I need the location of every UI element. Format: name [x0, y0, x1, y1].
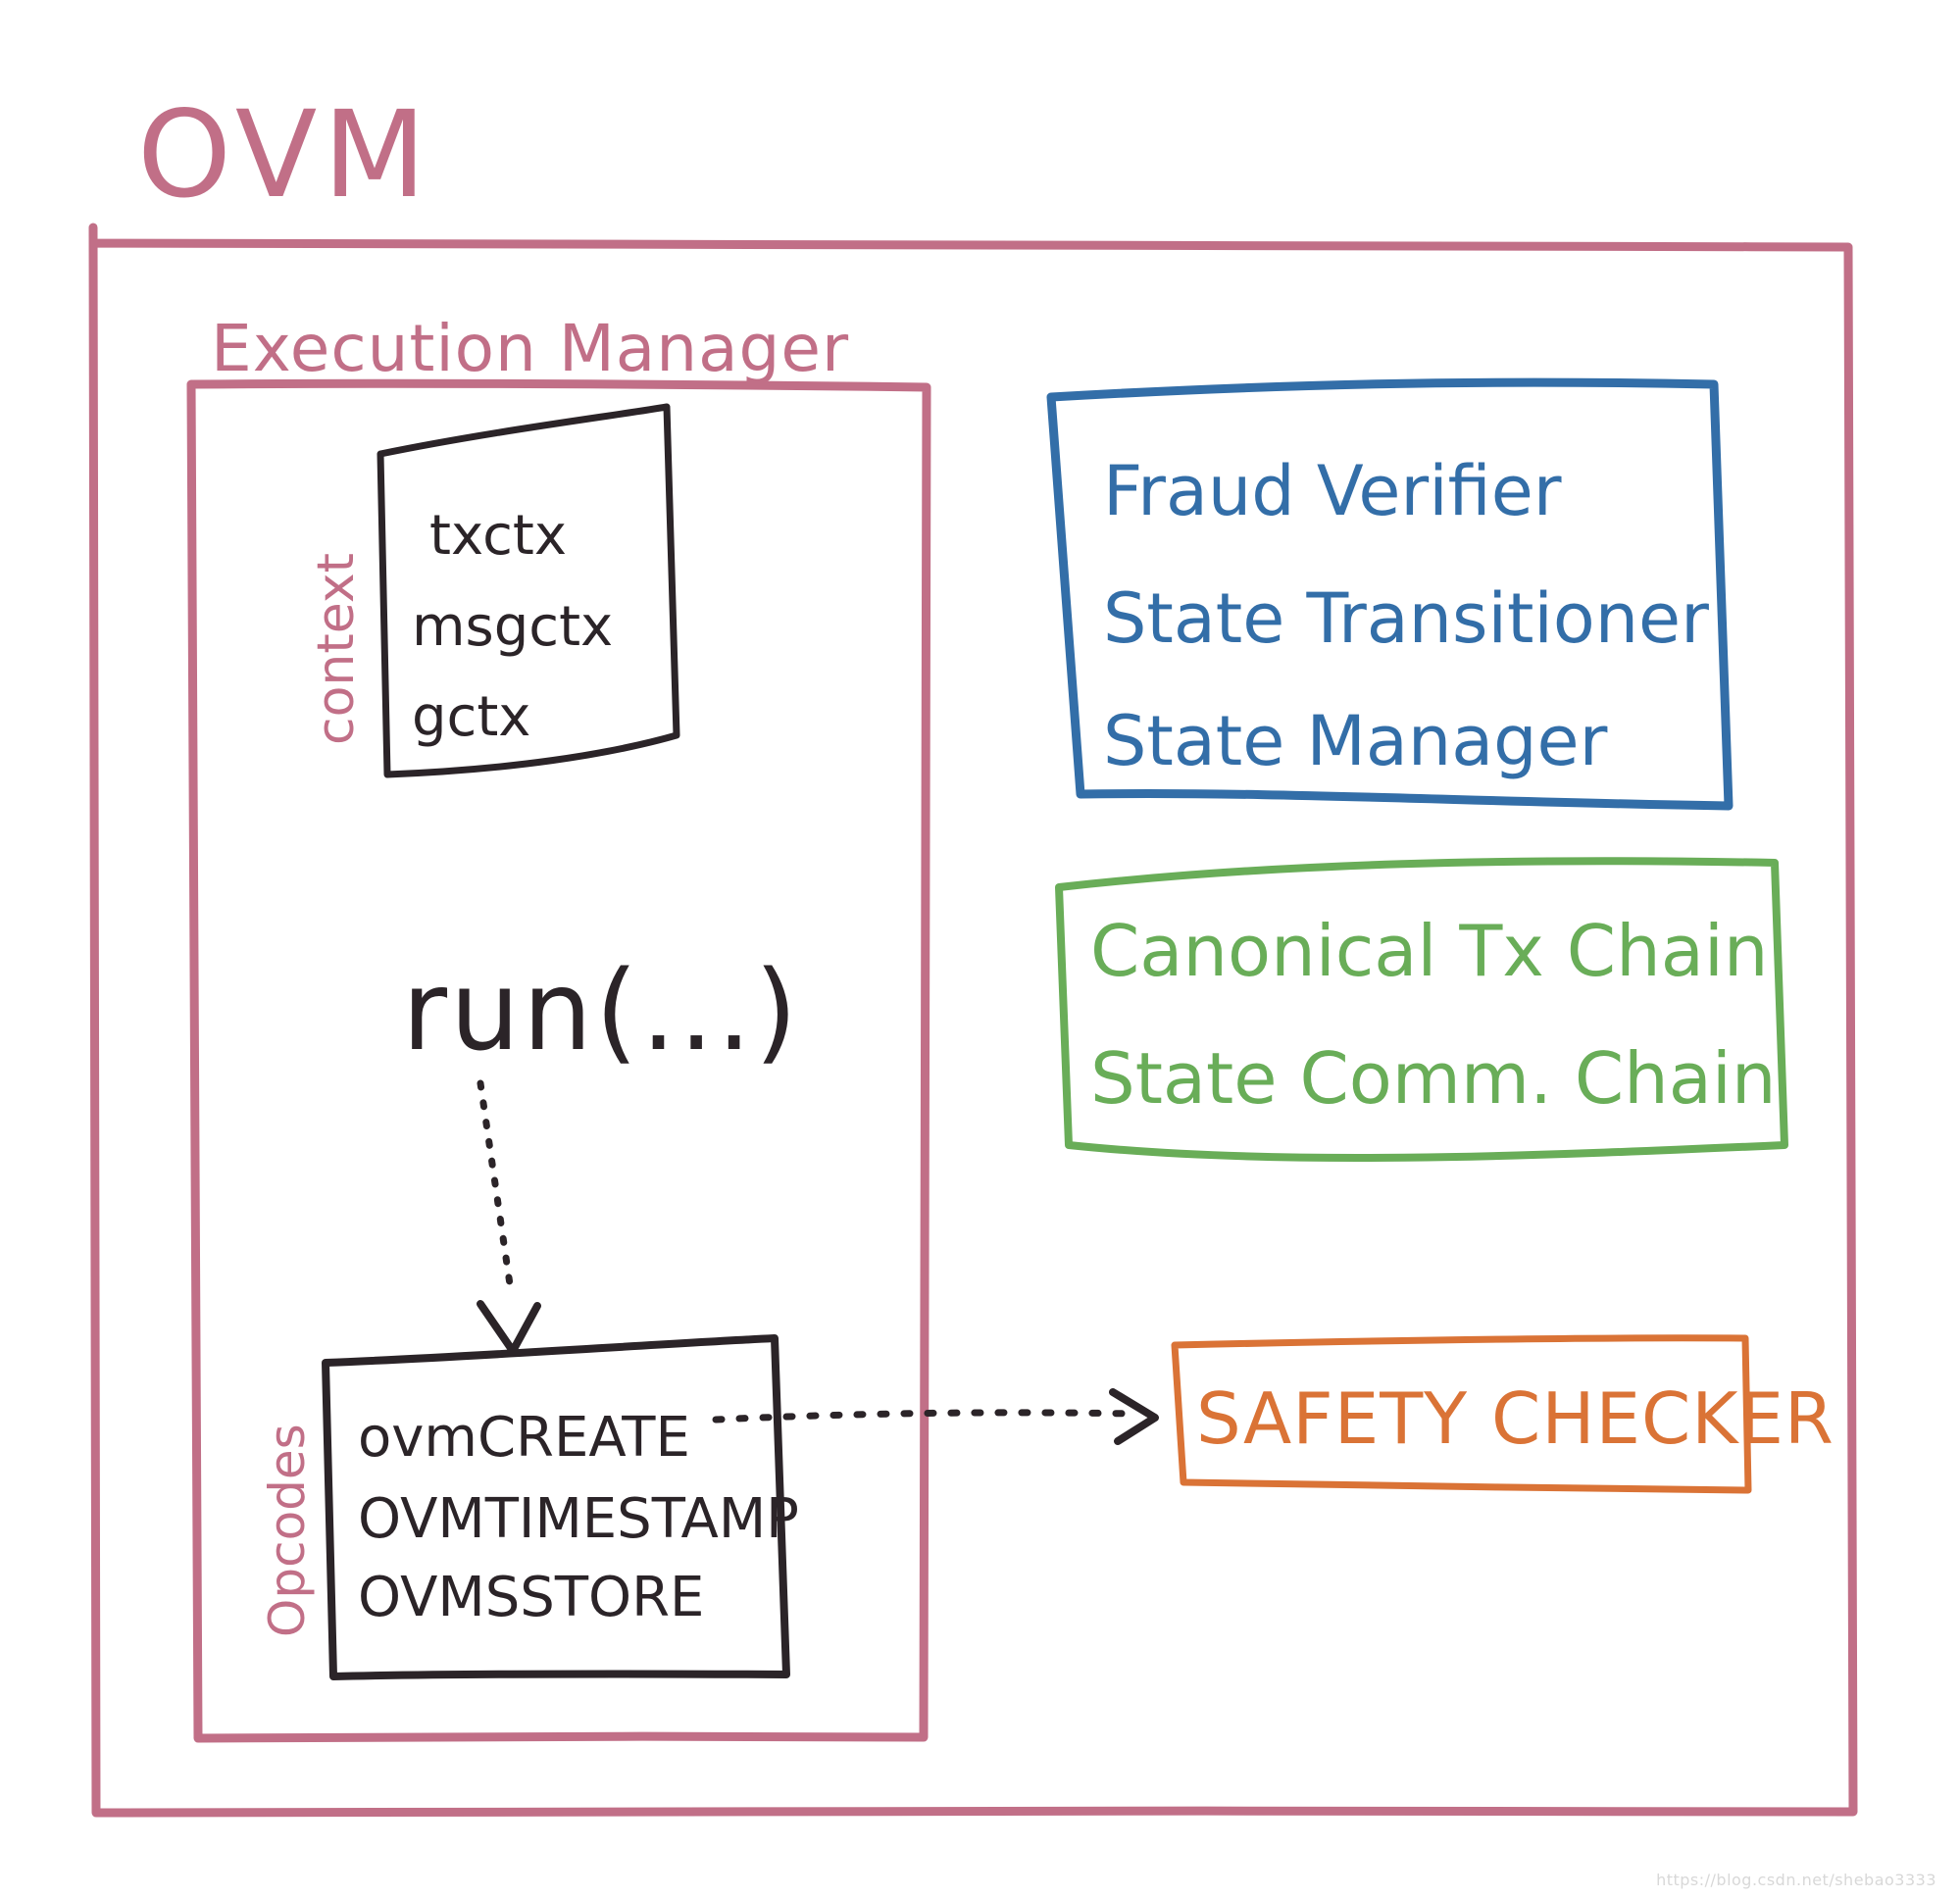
safety-checker-label: SAFETY CHECKER [1196, 1377, 1834, 1460]
ovm-outer-box [88, 223, 1858, 1818]
opcodes-box [322, 1334, 790, 1680]
context-item-txctx: txctx [429, 504, 567, 568]
opcode-item-create: ovmCREATE [358, 1406, 690, 1470]
context-box [377, 403, 680, 778]
opcodes-to-safety-arrow [712, 1409, 1136, 1424]
run-to-opcodes-arrow-head [477, 1300, 541, 1355]
watermark-url: https://blog.csdn.net/shebao3333 [1656, 1871, 1936, 1889]
execution-manager-box [186, 378, 931, 1743]
context-items: txctx msgctx gctx [412, 504, 613, 749]
chain-box [1055, 857, 1788, 1163]
execution-manager-label: Execution Manager [211, 311, 849, 386]
context-item-msgctx: msgctx [412, 595, 613, 659]
fraud-items: Fraud Verifier State Transitioner State … [1103, 451, 1709, 781]
opcodes-label: Opcodes [259, 1424, 316, 1637]
run-to-opcodes-arrow [477, 1079, 514, 1288]
state-comm-chain: State Comm. Chain [1090, 1037, 1777, 1120]
state-transitioner: State Transitioner [1103, 578, 1709, 659]
chain-items: Canonical Tx Chain State Comm. Chain [1090, 910, 1777, 1120]
opcode-items: ovmCREATE OVMTIMESTAMP OVMSSTORE [358, 1406, 799, 1629]
safety-checker-box [1171, 1334, 1752, 1494]
context-item-gctx: gctx [412, 685, 530, 749]
ovm-title: OVM [137, 85, 432, 225]
run-call: run(...) [402, 948, 800, 1075]
context-label: context [307, 553, 366, 745]
opcode-item-timestamp: OVMTIMESTAMP [358, 1487, 799, 1551]
fraud-box [1046, 377, 1734, 811]
canonical-tx-chain: Canonical Tx Chain [1090, 910, 1768, 992]
state-manager: State Manager [1103, 701, 1608, 781]
opcodes-to-safety-arrow-head [1109, 1388, 1159, 1445]
fraud-verifier: Fraud Verifier [1103, 451, 1562, 531]
opcode-item-sstore: OVMSSTORE [358, 1566, 704, 1629]
